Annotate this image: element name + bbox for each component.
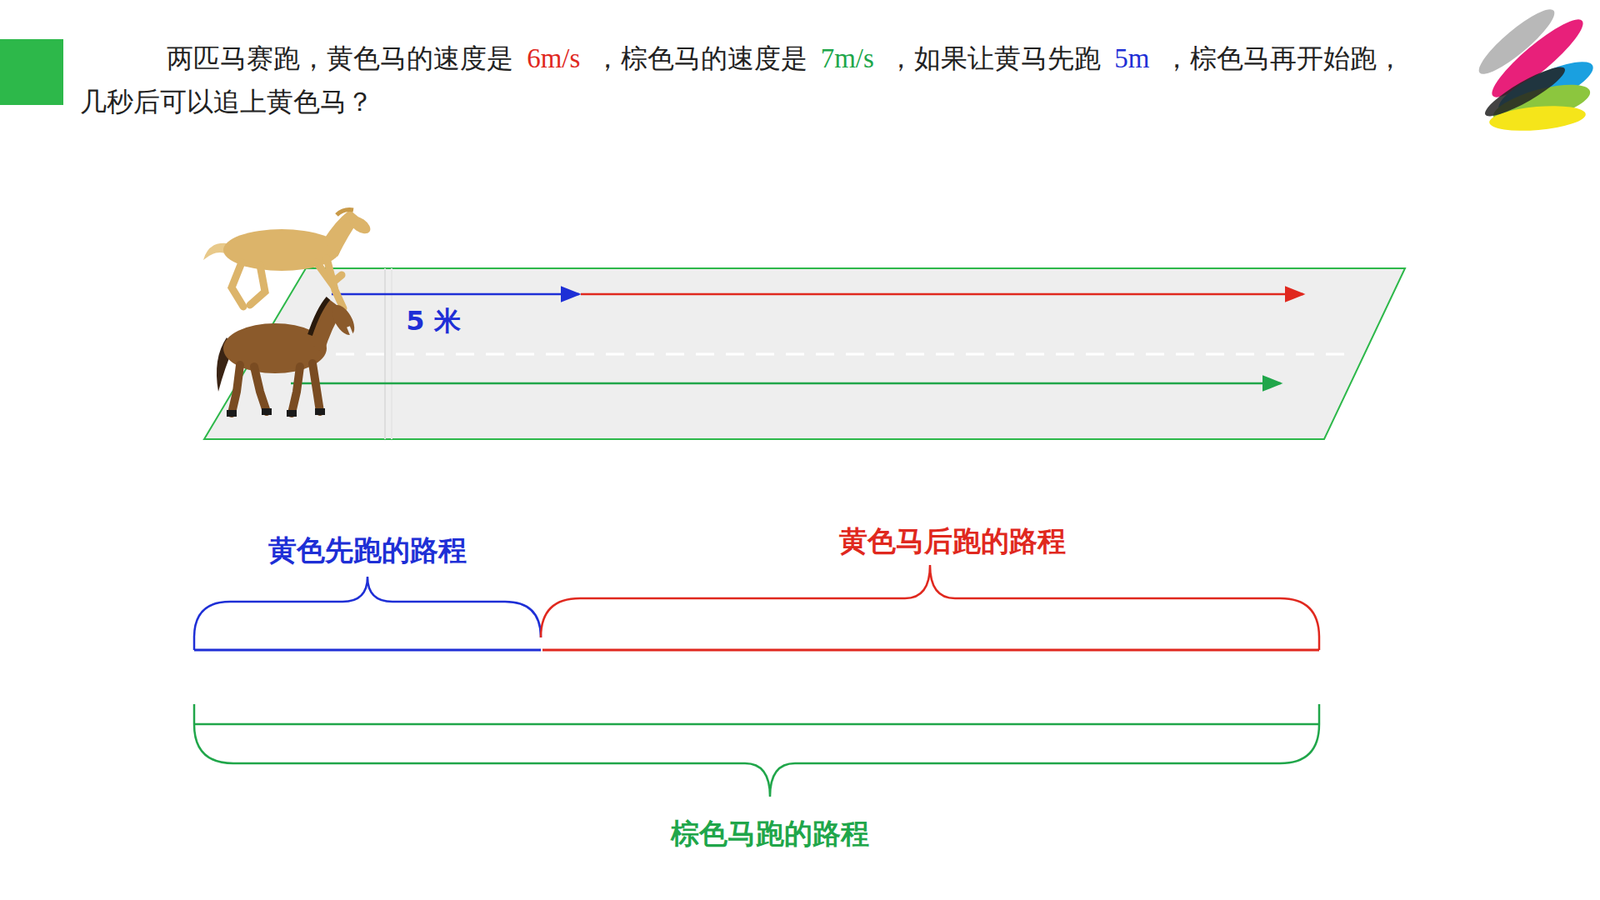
distance-label: 5 米 — [405, 303, 460, 340]
yellow-run-arrow — [580, 293, 1304, 296]
brace-label: 黄色先跑的路程 — [268, 531, 467, 570]
logo — [1472, 1, 1600, 135]
braces — [194, 565, 1320, 797]
corner-square — [0, 39, 64, 105]
brown-run-arrow — [290, 382, 1281, 385]
brace-label: 棕色马跑的路程 — [670, 815, 870, 854]
brown-horse — [216, 298, 360, 417]
brace-label: 黄色马后跑的路程 — [839, 522, 1066, 561]
yellow-horse — [203, 210, 374, 309]
race-track — [204, 268, 1405, 440]
head-start-arrow — [331, 293, 580, 296]
problem-title: 两匹马赛跑，黄色马的速度是 6m/s ，棕色马的速度是 7m/s ，如果让黄马先… — [80, 36, 1422, 124]
